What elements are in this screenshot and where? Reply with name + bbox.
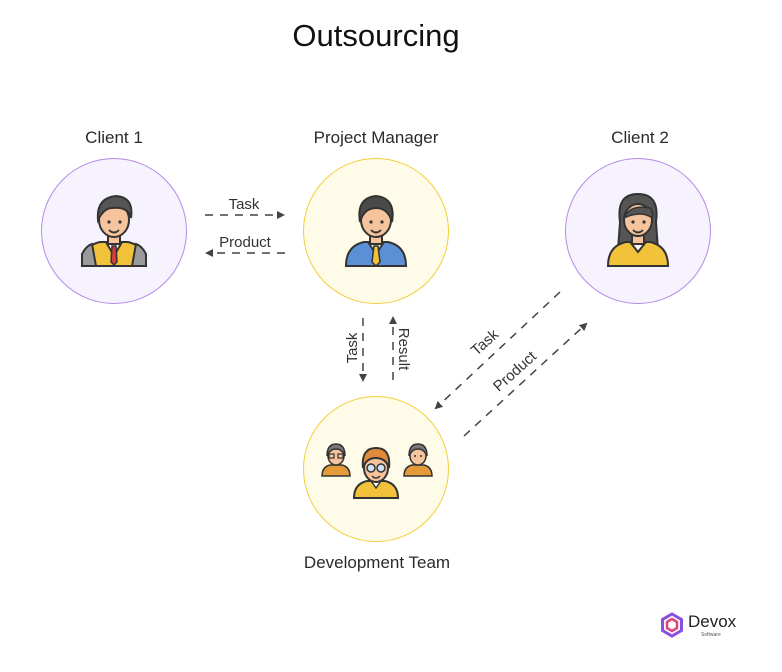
logo-subtitle: Software xyxy=(701,632,721,638)
edge-label-pm-to-client1: Product xyxy=(219,234,272,251)
pm-label: Project Manager xyxy=(313,128,439,147)
devox-logo[interactable]: Devox Software xyxy=(660,612,740,640)
team-label: Development Team xyxy=(303,553,451,572)
female-client-icon xyxy=(606,192,670,267)
logo-name: Devox xyxy=(688,612,737,631)
edge-team-to-client2 xyxy=(463,322,588,437)
edge-label-client1-to-pm: Task xyxy=(229,196,260,213)
project-manager-icon xyxy=(344,194,408,268)
edge-label-team-to-client2: Product xyxy=(490,347,540,395)
devox-logo-icon xyxy=(661,612,683,638)
edge-label-client2-to-team: Task xyxy=(468,326,503,360)
page-title: Outsourcing xyxy=(292,18,460,53)
edge-label-team-to-pm: Result xyxy=(395,328,412,371)
edge-label-pm-to-team: Task xyxy=(344,332,361,363)
development-team-icon xyxy=(321,443,433,499)
male-client-icon xyxy=(80,194,148,267)
client1-label: Client 1 xyxy=(85,128,143,147)
client2-label: Client 2 xyxy=(611,128,669,147)
edge-client2-to-team xyxy=(434,291,561,410)
